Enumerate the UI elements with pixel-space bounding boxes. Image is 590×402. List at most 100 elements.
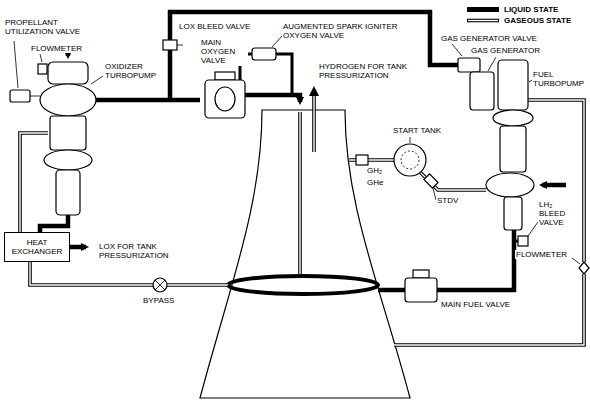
gas-line bbox=[298, 112, 302, 274]
gas-line bbox=[312, 94, 316, 152]
main-fuel-valve bbox=[413, 270, 429, 278]
callout-label: HYDROGEN FOR TANK PRESSURIZATION bbox=[318, 62, 420, 80]
oxidizer-turbopump bbox=[56, 170, 80, 215]
utilization-valve bbox=[10, 90, 30, 102]
gas-line bbox=[313, 94, 314, 152]
gas-line bbox=[20, 94, 584, 345]
main-fuel-valve bbox=[405, 270, 437, 302]
liquid-line bbox=[245, 95, 300, 102]
callout-label: AUGMENTED SPARK IGNITER OXYGEN VALVE bbox=[282, 22, 414, 40]
callout-label: PROPELLANT UTILIZATION VALVE bbox=[4, 18, 106, 36]
fuel-turbopump bbox=[486, 60, 534, 246]
callout-label: GAS GENERATOR bbox=[470, 46, 541, 55]
start-tank bbox=[401, 151, 419, 169]
utilization-valve bbox=[30, 96, 40, 97]
leader-line bbox=[272, 36, 282, 47]
liquid-line bbox=[66, 54, 71, 56]
callout-label: START TANK bbox=[392, 126, 442, 135]
gas-line bbox=[30, 262, 153, 285]
legend-row: GASEOUS STATE bbox=[466, 15, 571, 26]
lox-bleed-valve bbox=[163, 40, 183, 50]
gas-line bbox=[528, 100, 584, 262]
main-oxygen-valve bbox=[215, 87, 235, 111]
main-oxygen-valve bbox=[215, 72, 235, 80]
thrust-chamber bbox=[200, 110, 410, 398]
legend-sample bbox=[466, 16, 500, 25]
liquid-line bbox=[40, 215, 68, 232]
fuel-turbopump bbox=[518, 236, 528, 246]
legend-sample bbox=[466, 5, 500, 14]
gas-line bbox=[394, 274, 584, 345]
liquid-line bbox=[542, 183, 566, 188]
callout-label: GH₂ bbox=[366, 166, 383, 175]
oxidizer-turbopump bbox=[38, 64, 47, 74]
leader-line bbox=[488, 57, 496, 71]
gas-generator bbox=[458, 58, 480, 72]
fuel-turbopump bbox=[500, 126, 526, 172]
gas-line bbox=[30, 262, 153, 285]
leader-line bbox=[528, 222, 538, 236]
main-oxygen-valve bbox=[205, 80, 245, 118]
start-tank bbox=[356, 155, 368, 165]
gas-line bbox=[20, 133, 48, 232]
callout-label: FLOWMETER bbox=[30, 44, 83, 53]
callout-label: STDV bbox=[436, 196, 459, 205]
callout-label: FLOWMETER bbox=[515, 250, 568, 259]
flowmeter bbox=[579, 262, 589, 274]
igniter-valve bbox=[252, 48, 276, 60]
oxidizer-turbopump bbox=[50, 116, 86, 150]
thrust-chamber bbox=[228, 276, 378, 294]
box-label: HEAT EXCHANGER bbox=[9, 238, 65, 256]
gas-line bbox=[299, 112, 300, 274]
callout-label: LOX BLEED VALVE bbox=[178, 22, 251, 31]
fuel-turbopump bbox=[504, 197, 522, 230]
leader-line bbox=[40, 54, 42, 62]
bypass-valve bbox=[153, 278, 167, 292]
callout-label: MAIN OXYGEN VALVE bbox=[200, 38, 248, 66]
liquid-line bbox=[96, 98, 200, 103]
gas-generator bbox=[458, 58, 494, 110]
pressurization-arrow bbox=[309, 86, 319, 96]
callout-label: OXIDIZER TURBOPUMP bbox=[104, 62, 164, 80]
gas-line bbox=[394, 274, 584, 345]
oxidizer-turbopump bbox=[44, 150, 92, 170]
liquid-line bbox=[68, 245, 86, 250]
gas-generator bbox=[470, 72, 494, 110]
flowmeter bbox=[579, 262, 589, 274]
callout-label: BYPASS bbox=[142, 296, 175, 305]
component-box: HEAT EXCHANGER bbox=[4, 232, 70, 262]
start-tank bbox=[394, 144, 426, 176]
callout-label: MAIN FUEL VALVE bbox=[440, 300, 511, 309]
start-tank bbox=[356, 144, 438, 188]
liquid-line bbox=[276, 54, 292, 95]
leader-line bbox=[14, 41, 18, 88]
gas-line bbox=[20, 133, 48, 232]
legend-label: LIQUID STATE bbox=[504, 5, 558, 14]
liquid-line bbox=[437, 230, 514, 290]
start-tank bbox=[424, 174, 438, 188]
legend-label: GASEOUS STATE bbox=[504, 16, 571, 25]
gas-line bbox=[528, 100, 584, 262]
leader-line bbox=[14, 36, 580, 264]
main-fuel-valve bbox=[405, 278, 437, 302]
leader-line bbox=[410, 137, 411, 143]
igniter-valve bbox=[252, 48, 276, 60]
oxidizer-turbopump bbox=[38, 62, 96, 215]
bypass-valve bbox=[153, 278, 167, 292]
gas-line bbox=[167, 284, 228, 285]
gas-line bbox=[420, 172, 486, 190]
utilization-valve bbox=[10, 90, 40, 102]
thrust-chamber bbox=[200, 110, 410, 398]
gas-line bbox=[167, 283, 228, 287]
leader-line bbox=[572, 258, 580, 264]
gas-line bbox=[420, 172, 486, 190]
legend-row: LIQUID STATE bbox=[466, 4, 571, 15]
bypass-valve bbox=[155, 280, 165, 290]
liquid-line bbox=[40, 12, 566, 290]
legend-line bbox=[468, 20, 498, 21]
main-oxygen-valve bbox=[205, 72, 245, 118]
legend-line bbox=[467, 7, 499, 12]
callout-label: LOX FOR TANK PRESSURIZATION bbox=[98, 242, 185, 260]
